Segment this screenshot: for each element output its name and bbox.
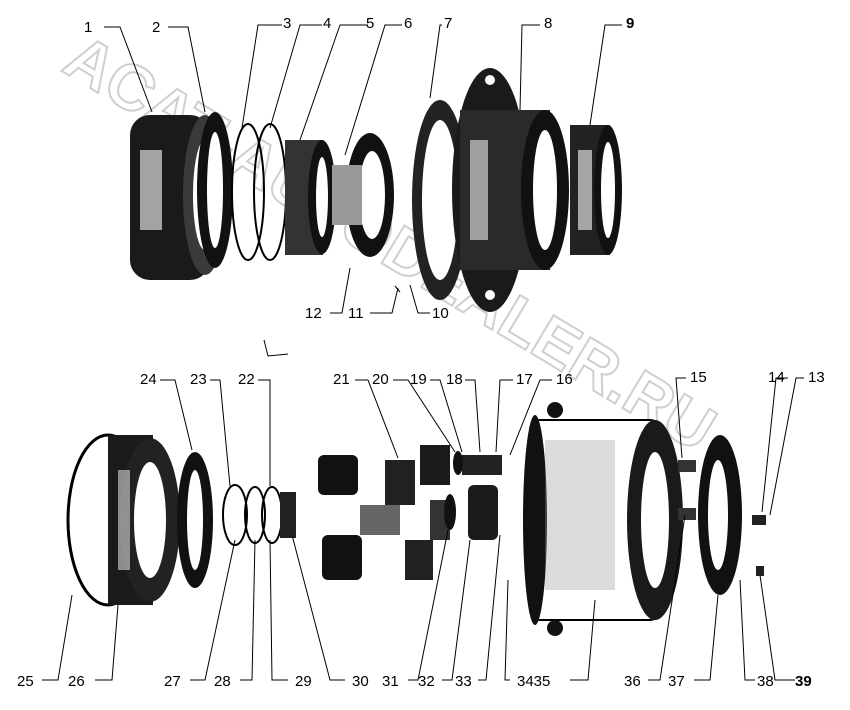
label-9: 9	[626, 15, 634, 32]
label-29: 29	[295, 673, 312, 690]
label-5: 5	[366, 15, 374, 32]
part-34-35-housing	[523, 402, 683, 636]
label-20: 20	[372, 371, 389, 388]
part-25-26-drum	[66, 433, 180, 607]
part-5-sleeve	[285, 140, 336, 255]
label-22: 22	[238, 371, 255, 388]
part-8-housing	[452, 68, 569, 312]
part-9-bearing	[570, 125, 622, 255]
label-31: 31	[382, 673, 399, 690]
label-19: 19	[410, 371, 427, 388]
bottom-assembly	[66, 402, 766, 636]
label-25: 25	[17, 673, 34, 690]
label-8: 8	[544, 15, 552, 32]
label-24: 24	[140, 371, 157, 388]
label-2: 2	[152, 19, 160, 36]
part-23-30-shaft-seals	[222, 484, 296, 546]
part-17-20-gears	[444, 451, 502, 540]
label-38: 38	[757, 673, 774, 690]
leader-lines	[42, 24, 804, 681]
label-6: 6	[404, 15, 412, 32]
label-21: 21	[333, 371, 350, 388]
part-13-14-38-39-small	[752, 515, 766, 576]
label-37: 37	[668, 673, 685, 690]
label-30: 30	[352, 673, 369, 690]
label-14: 14	[768, 369, 785, 386]
label-12: 12	[305, 305, 322, 322]
part-labels: 1 2 3 4 5 6 7 8 9 12 11 10 24 23 22 21 2…	[17, 15, 825, 690]
label-39: 39	[795, 673, 812, 690]
label-3: 3	[283, 15, 291, 32]
part-21-planet-carrier	[318, 445, 450, 580]
label-17: 17	[516, 371, 533, 388]
label-7: 7	[444, 15, 452, 32]
label-16: 16	[556, 371, 573, 388]
label-18: 18	[446, 371, 463, 388]
label-32: 32	[418, 673, 435, 690]
label-1: 1	[84, 19, 92, 36]
top-assembly	[130, 68, 622, 312]
label-28: 28	[214, 673, 231, 690]
label-3435: 3435	[517, 673, 550, 690]
part-36-37-disc	[698, 435, 742, 595]
part-15-bolts	[678, 460, 696, 520]
label-36: 36	[624, 673, 641, 690]
label-15: 15	[690, 369, 707, 386]
label-11: 11	[348, 305, 364, 322]
label-26: 26	[68, 673, 85, 690]
label-4: 4	[323, 15, 331, 32]
label-27: 27	[164, 673, 181, 690]
label-33: 33	[455, 673, 472, 690]
label-10: 10	[432, 305, 449, 322]
part-6-bearing	[332, 133, 394, 257]
label-13: 13	[808, 369, 825, 386]
label-23: 23	[190, 371, 207, 388]
